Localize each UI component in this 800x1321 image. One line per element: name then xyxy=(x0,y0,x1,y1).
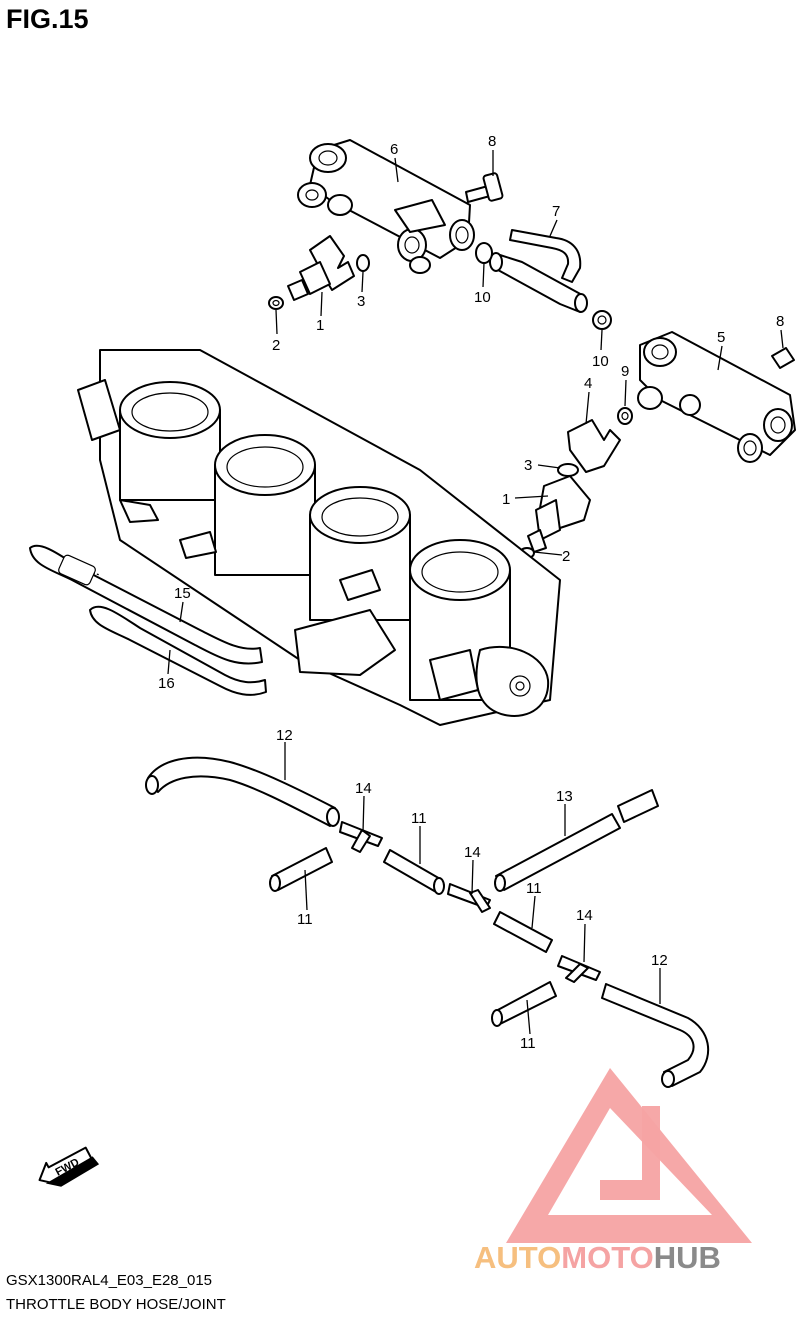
elbow-joint-4 xyxy=(567,407,633,473)
watermark-text-auto: AUTO xyxy=(474,1240,561,1275)
callout-1-lower: 1 xyxy=(502,491,510,508)
callout-14-upper: 14 xyxy=(355,780,372,797)
callout-5: 5 xyxy=(717,329,725,346)
callout-10-upper: 10 xyxy=(474,289,491,306)
section-name: THROTTLE BODY HOSE/JOINT xyxy=(6,1296,226,1313)
injector-upper xyxy=(268,235,370,310)
fuel-rail-upper xyxy=(297,139,475,274)
callout-11-upper: 11 xyxy=(411,810,427,827)
callout-2-upper: 2 xyxy=(272,337,280,354)
hose-11-c xyxy=(493,911,553,953)
callout-16: 16 xyxy=(158,675,175,692)
callout-11-middle: 11 xyxy=(526,880,542,897)
callout-12-upper: 12 xyxy=(276,727,293,744)
callout-12-lower: 12 xyxy=(651,952,668,969)
throttle-body-assembly xyxy=(77,349,561,726)
bolt-lower xyxy=(771,347,795,369)
leader-lines xyxy=(167,150,784,1035)
callout-14-lower: 14 xyxy=(576,907,593,924)
callout-labels: 6 8 7 3 10 1 2 10 5 8 9 4 3 1 2 15 16 12… xyxy=(158,133,784,1052)
joint-14-middle xyxy=(447,883,491,913)
bolt-upper xyxy=(465,172,504,203)
callout-11-lower: 11 xyxy=(520,1035,536,1052)
hose-11-b xyxy=(383,849,445,895)
watermark-text-moto: MOTO xyxy=(561,1240,653,1275)
joint-14-lower xyxy=(557,955,601,983)
callout-6: 6 xyxy=(390,141,398,158)
figure-title: FIG.15 xyxy=(6,4,89,34)
hose-11-d xyxy=(491,981,557,1027)
model-code: GSX1300RAL4_E03_E28_015 xyxy=(6,1272,213,1289)
hose-12-upper xyxy=(145,756,340,827)
callout-3-lower: 3 xyxy=(524,457,532,474)
watermark-g-icon xyxy=(600,1106,660,1200)
callout-11-left: 11 xyxy=(297,911,313,928)
throttle-bore-1 xyxy=(119,381,221,501)
hose-16 xyxy=(89,605,267,696)
hose-13 xyxy=(494,789,659,892)
joint-pipe-7 xyxy=(475,229,612,330)
callout-7: 7 xyxy=(552,203,560,220)
fwd-badge: FWD xyxy=(38,1146,100,1187)
fuel-rail-lower xyxy=(637,331,796,463)
hose-11-a xyxy=(269,847,333,892)
watermark-logo: AUTOMOTOHUB xyxy=(474,1068,752,1275)
callout-9: 9 xyxy=(621,363,629,380)
callout-1-upper: 1 xyxy=(316,317,324,334)
callout-3-upper: 3 xyxy=(357,293,365,310)
throttle-bore-3 xyxy=(309,486,411,621)
hose-15 xyxy=(29,544,263,665)
joint-14-upper xyxy=(339,821,383,853)
watermark-text-hub: HUB xyxy=(654,1240,721,1275)
throttle-bore-2 xyxy=(214,434,316,576)
callout-15: 15 xyxy=(174,585,191,602)
callout-8-upper: 8 xyxy=(488,133,496,150)
injector-lower xyxy=(519,463,591,559)
hose-12-lower xyxy=(601,983,709,1088)
watermark-triangle-icon xyxy=(506,1068,752,1243)
svg-text:AUTOMOTOHUB: AUTOMOTOHUB xyxy=(474,1240,721,1275)
callout-8-lower: 8 xyxy=(776,313,784,330)
callout-13: 13 xyxy=(556,788,573,805)
callout-10-lower: 10 xyxy=(592,353,609,370)
callout-2-lower: 2 xyxy=(562,548,570,565)
callout-14-middle: 14 xyxy=(464,844,481,861)
callout-4: 4 xyxy=(584,375,592,392)
